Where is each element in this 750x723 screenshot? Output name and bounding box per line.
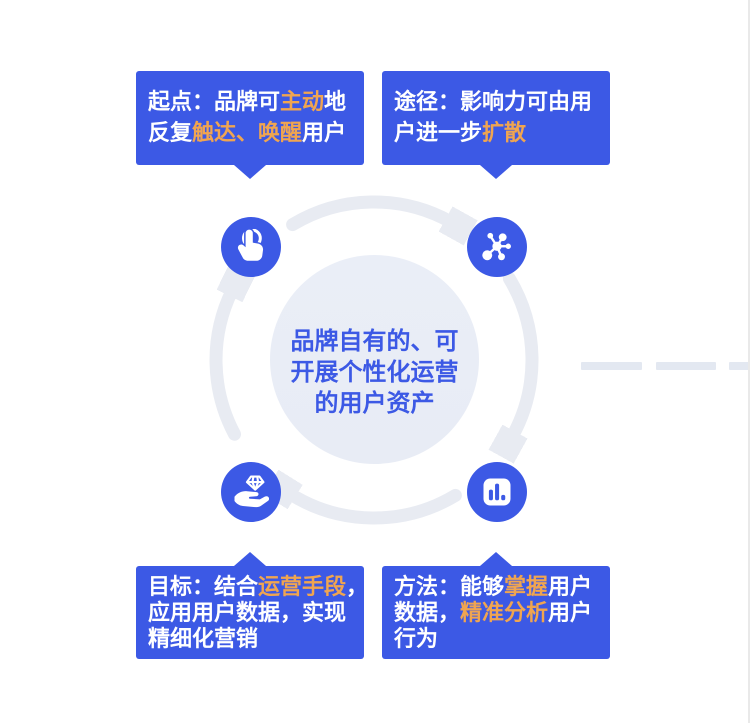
node-user-assets [221,462,281,522]
callout-highlight-segment: 运营手段 [258,574,347,599]
callout-segment: 行为 [394,626,439,651]
cycle-center-circle: 品牌自有的、可 开展个性化运营 的用户资产 [270,255,479,464]
callout-segment: 起点：品牌可 [148,89,281,114]
callout-pathway-text: 途径：影响力可由用户进一步扩散 [382,71,610,163]
callout-pathway: 途径：影响力可由用户进一步扩散 [382,71,610,179]
touch-icon [233,229,269,265]
callout-highlight-segment: 精准分析 [460,600,549,625]
callout-method: 方法：能够掌握用户数据，精准分析用户行为 [382,552,610,660]
callout-segment: 方法：能够 [394,574,505,599]
hand-diamond-icon [233,474,269,510]
cycle-arc-right [509,272,539,437]
center-line-3: 的用户资产 [314,390,435,417]
callout-segment: ， [346,574,369,599]
callout-highlight-segment: 主动 [280,89,325,114]
callout-segment: 目标：结合 [148,574,259,599]
callout-origin-text: 起点：品牌可主动地反复触达、唤醒用户 [136,71,364,163]
cycle-arc-bottom [290,494,462,525]
callout-line: 户进一步扩散 [394,117,604,148]
callout-segment: 应用用户数据，实现 [148,600,347,625]
callout-line: 应用用户数据，实现 [148,600,358,626]
callout-line: 精细化营销 [148,626,358,652]
callout-segment: 反复 [148,120,193,145]
callout-segment: 数据， [394,600,461,625]
callout-line: 方法：能够掌握用户 [394,574,604,600]
callout-goal: 目标：结合运营手段，应用用户数据，实现精细化营销 [136,552,368,660]
callout-highlight-segment: 扩散 [482,120,527,145]
callout-segment: 户进一步 [394,120,483,145]
dashed-connector [581,362,750,370]
callout-line: 行为 [394,626,604,652]
callout-segment: 途径：影响力可由用 [394,89,593,114]
callout-origin: 起点：品牌可主动地反复触达、唤醒用户 [136,71,364,179]
cycle-arc-left [209,291,234,441]
callout-line: 数据，精准分析用户 [394,600,604,626]
callout-goal-text: 目标：结合运营手段，应用用户数据，实现精细化营销 [136,566,368,660]
node-reach-users [221,217,281,277]
callout-line: 起点：品牌可主动地 [148,86,358,117]
callout-segment: 用户 [548,600,593,625]
node-spread-influence [467,217,527,277]
page-edge-divider [748,0,750,723]
callout-line: 途径：影响力可由用 [394,86,604,117]
callout-tail-up [480,552,512,566]
callout-segment: 地 [324,89,347,114]
dash-segment [581,362,642,370]
callout-segment: 用户 [302,120,347,145]
dash-segment [729,362,750,370]
cycle-center-label: 品牌自有的、可 开展个性化运营 的用户资产 [291,326,459,419]
callout-line: 目标：结合运营手段， [148,574,368,600]
callout-highlight-segment: 触达、唤醒 [192,120,303,145]
network-icon [479,229,515,265]
callout-segment: 精细化营销 [148,626,259,651]
callout-method-text: 方法：能够掌握用户数据，精准分析用户行为 [382,566,610,660]
cycle-arc-top [286,195,451,225]
callout-tail-up [234,552,266,566]
bar-chart-icon [479,474,515,510]
node-analyze-data [467,462,527,522]
dash-segment [656,362,716,370]
center-line-1: 品牌自有的、可 [290,328,459,355]
callout-tail-down [234,165,266,179]
center-line-2: 开展个性化运营 [290,359,459,386]
callout-highlight-segment: 掌握 [504,574,549,599]
callout-line: 反复触达、唤醒用户 [148,117,358,148]
callout-segment: 用户 [548,574,593,599]
callout-tail-down [480,165,512,179]
